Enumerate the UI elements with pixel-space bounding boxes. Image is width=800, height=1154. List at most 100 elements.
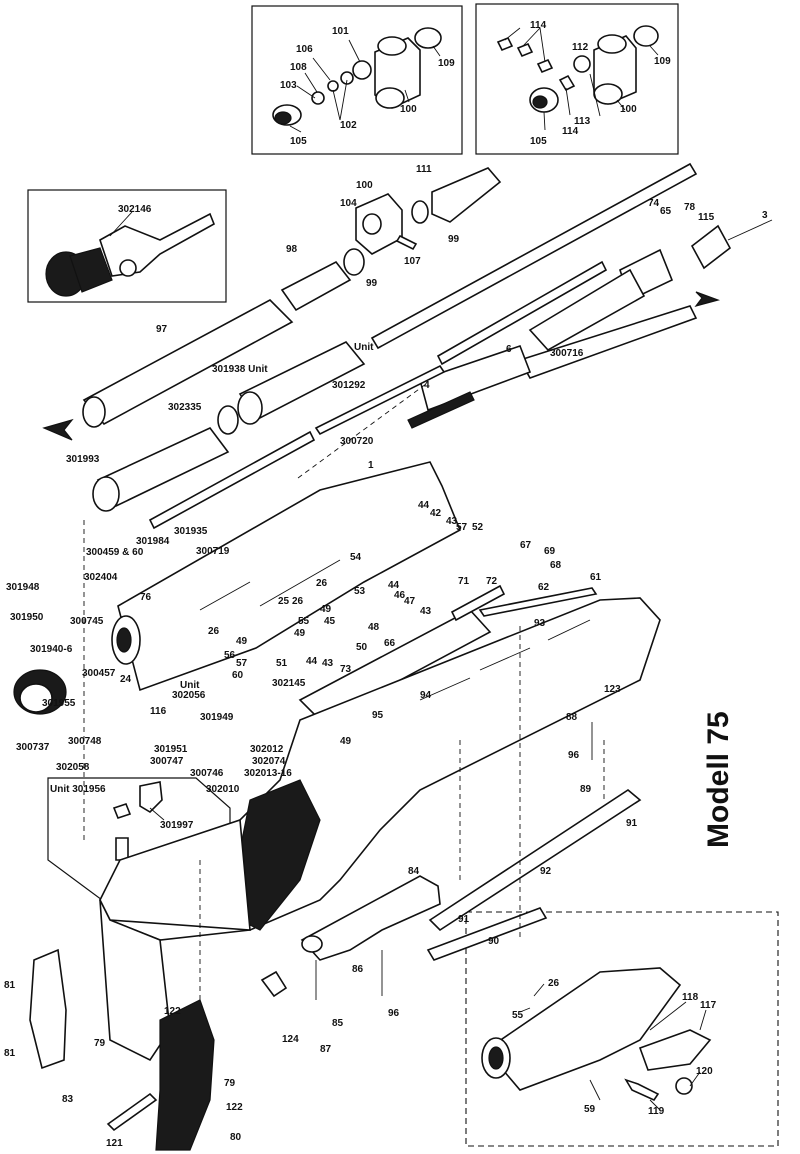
part-label-l302335: 302335 [168, 402, 202, 413]
part-label-l300745: 300745 [70, 616, 104, 627]
part-label-l96a: 96 [568, 750, 580, 761]
part-label-l87: 87 [320, 1044, 332, 1055]
part-label-l26c: 26 [208, 626, 220, 637]
part-label-l51: 51 [276, 658, 288, 669]
part-label-l43a: 43 [446, 516, 458, 527]
tube-98 [280, 260, 352, 312]
part-label-l117: 117 [700, 1000, 717, 1011]
inset-box-rear-sight [27, 189, 227, 303]
part-label-l44a: 44 [418, 500, 430, 511]
part-label-l301292: 301292 [332, 380, 366, 391]
part-label-l109b: 109 [654, 56, 671, 67]
rod-301292 [314, 364, 446, 436]
part-label-l79b: 79 [224, 1078, 236, 1089]
part-label-l50: 50 [356, 642, 368, 653]
part-label-l121: 121 [106, 1138, 123, 1149]
part-label-l302146: 302146 [118, 204, 152, 215]
part-label-l300737: 300737 [16, 742, 50, 753]
part-label-l118: 118 [682, 992, 699, 1003]
part-label-l65: 65 [660, 206, 672, 217]
part-label-l43b: 43 [420, 606, 432, 617]
part-label-l301993: 301993 [66, 454, 100, 465]
part-label-l81b: 81 [4, 1048, 16, 1059]
part-label-l45: 45 [324, 616, 336, 627]
part-label-l301950: 301950 [10, 612, 44, 623]
part-label-l67: 67 [520, 540, 532, 551]
part-label-l26d: 26 [548, 978, 560, 989]
part-label-l81a: 81 [4, 980, 16, 991]
cylinder-301993 [92, 427, 230, 512]
part-label-l99a: 99 [448, 234, 460, 245]
part-label-l109a: 109 [438, 58, 455, 69]
part-label-l100a: 100 [400, 104, 417, 115]
part-label-l44b: 44 [388, 580, 400, 591]
part-label-l3: 3 [762, 210, 768, 221]
part-label-l301940: 301940-6 [30, 644, 73, 655]
part-label-l300716: 300716 [550, 348, 584, 359]
part-label-l26b: 26 [292, 596, 304, 607]
part-label-l57b: 57 [236, 658, 248, 669]
part-label-l78: 78 [684, 202, 696, 213]
part-label-l95: 95 [372, 710, 384, 721]
part-label-l49b: 49 [294, 628, 306, 639]
part-label-l302012: 302012 [250, 744, 284, 755]
sight-hood-111 [431, 167, 502, 223]
part-label-l60: 60 [232, 670, 244, 681]
part-label-l43c: 43 [322, 658, 334, 669]
part-label-lunit: Unit [354, 342, 374, 353]
part-label-l96b: 96 [388, 1008, 400, 1019]
rail-90 [426, 907, 548, 961]
part-label-l300746: 300746 [190, 768, 224, 779]
part-label-l302074: 302074 [252, 756, 286, 767]
part-label-l300459: 300459 & 60 [86, 547, 144, 558]
part-label-l302145: 302145 [272, 678, 306, 689]
part-label-l301948: 301948 [6, 582, 40, 593]
part-label-l84: 84 [408, 866, 420, 877]
inset-box-front-sight-b [475, 3, 679, 155]
part-label-l1: 1 [368, 460, 374, 471]
part-label-l88: 88 [566, 712, 578, 723]
part-label-lunit2: Unit [180, 680, 200, 691]
part-label-l25: 25 [278, 596, 290, 607]
part-label-l61: 61 [590, 572, 602, 583]
part-label-l107: 107 [404, 256, 421, 267]
part-label-l44c: 44 [306, 656, 318, 667]
part-label-l124: 124 [282, 1034, 299, 1045]
part-label-l90: 90 [488, 936, 500, 947]
part-label-l99b: 99 [366, 278, 378, 289]
trigger-part-117 [638, 1029, 712, 1071]
part-label-l46: 46 [394, 590, 406, 601]
part-label-l91b: 91 [458, 914, 470, 925]
part-label-l123: 123 [604, 684, 621, 695]
sight-cap-109a [414, 27, 442, 49]
part-label-l300719: 300719 [196, 546, 230, 557]
part-label-l302056: 302056 [172, 690, 206, 701]
part-label-l114a: 114 [530, 20, 547, 31]
part-label-l55b: 55 [512, 1010, 524, 1021]
part-label-l302010: 302010 [206, 784, 240, 795]
part-label-l113: 113 [574, 116, 591, 127]
screw-121 [106, 1092, 158, 1132]
part-label-l92: 92 [540, 866, 552, 877]
unit-301956-label: Unit 301956 [50, 784, 106, 795]
sight-cap-109b [633, 25, 659, 47]
part-label-l120: 120 [696, 1066, 713, 1077]
part-label-l301949: 301949 [200, 712, 234, 723]
part-label-l301955: 301955 [42, 698, 76, 709]
part-label-l302404: 302404 [84, 572, 118, 583]
rear-sight-302146 [99, 212, 216, 277]
part-label-l55: 55 [298, 616, 310, 627]
front-block-3 [528, 219, 773, 352]
part-label-l62: 62 [538, 582, 550, 593]
ring-99 [343, 248, 365, 276]
inset-box-action-detail [465, 911, 779, 1147]
ring-302335 [217, 405, 239, 435]
rail-89 [428, 789, 642, 932]
part-label-l102: 102 [340, 120, 357, 131]
part-label-l69: 69 [544, 546, 556, 557]
part-label-l85: 85 [332, 1018, 344, 1029]
arrow-left-icon [42, 418, 74, 441]
tube-97 [82, 299, 294, 428]
part-label-l111: 111 [416, 164, 432, 175]
part-label-l115: 115 [698, 212, 715, 223]
